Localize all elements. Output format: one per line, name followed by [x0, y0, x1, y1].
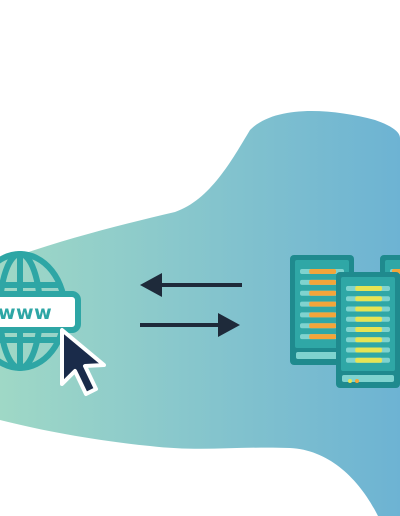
server-front-slot: [355, 357, 383, 363]
server-led: [355, 379, 359, 383]
server-back-slot: [309, 312, 337, 318]
server-front-panel: [341, 277, 395, 371]
server-front-slot: [355, 337, 383, 343]
server-back-slot: [309, 334, 337, 340]
server-icon: [290, 255, 400, 388]
server-back-slot: [309, 323, 337, 329]
server-front-slot: [355, 296, 383, 302]
server-back-slot: [309, 301, 337, 307]
address-bar-label: www: [0, 302, 52, 324]
address-bar: www: [0, 291, 81, 333]
server-front-slot: [355, 316, 383, 322]
server-back-base: [296, 352, 348, 359]
server-front-base: [342, 375, 394, 382]
background-blob: [0, 111, 400, 516]
server-back-slot: [309, 279, 337, 285]
arrow-left-icon: [140, 273, 242, 297]
cursor-icon: [60, 328, 106, 396]
server-led: [348, 379, 352, 383]
server-front-slot: [355, 347, 383, 353]
arrow-right-icon: [140, 313, 240, 337]
server-back-slot: [309, 290, 337, 296]
server-back-slot: [309, 269, 337, 274]
server-front-slot: [355, 286, 383, 291]
server-front-slot: [355, 306, 383, 312]
server-front-slot: [355, 327, 383, 332]
